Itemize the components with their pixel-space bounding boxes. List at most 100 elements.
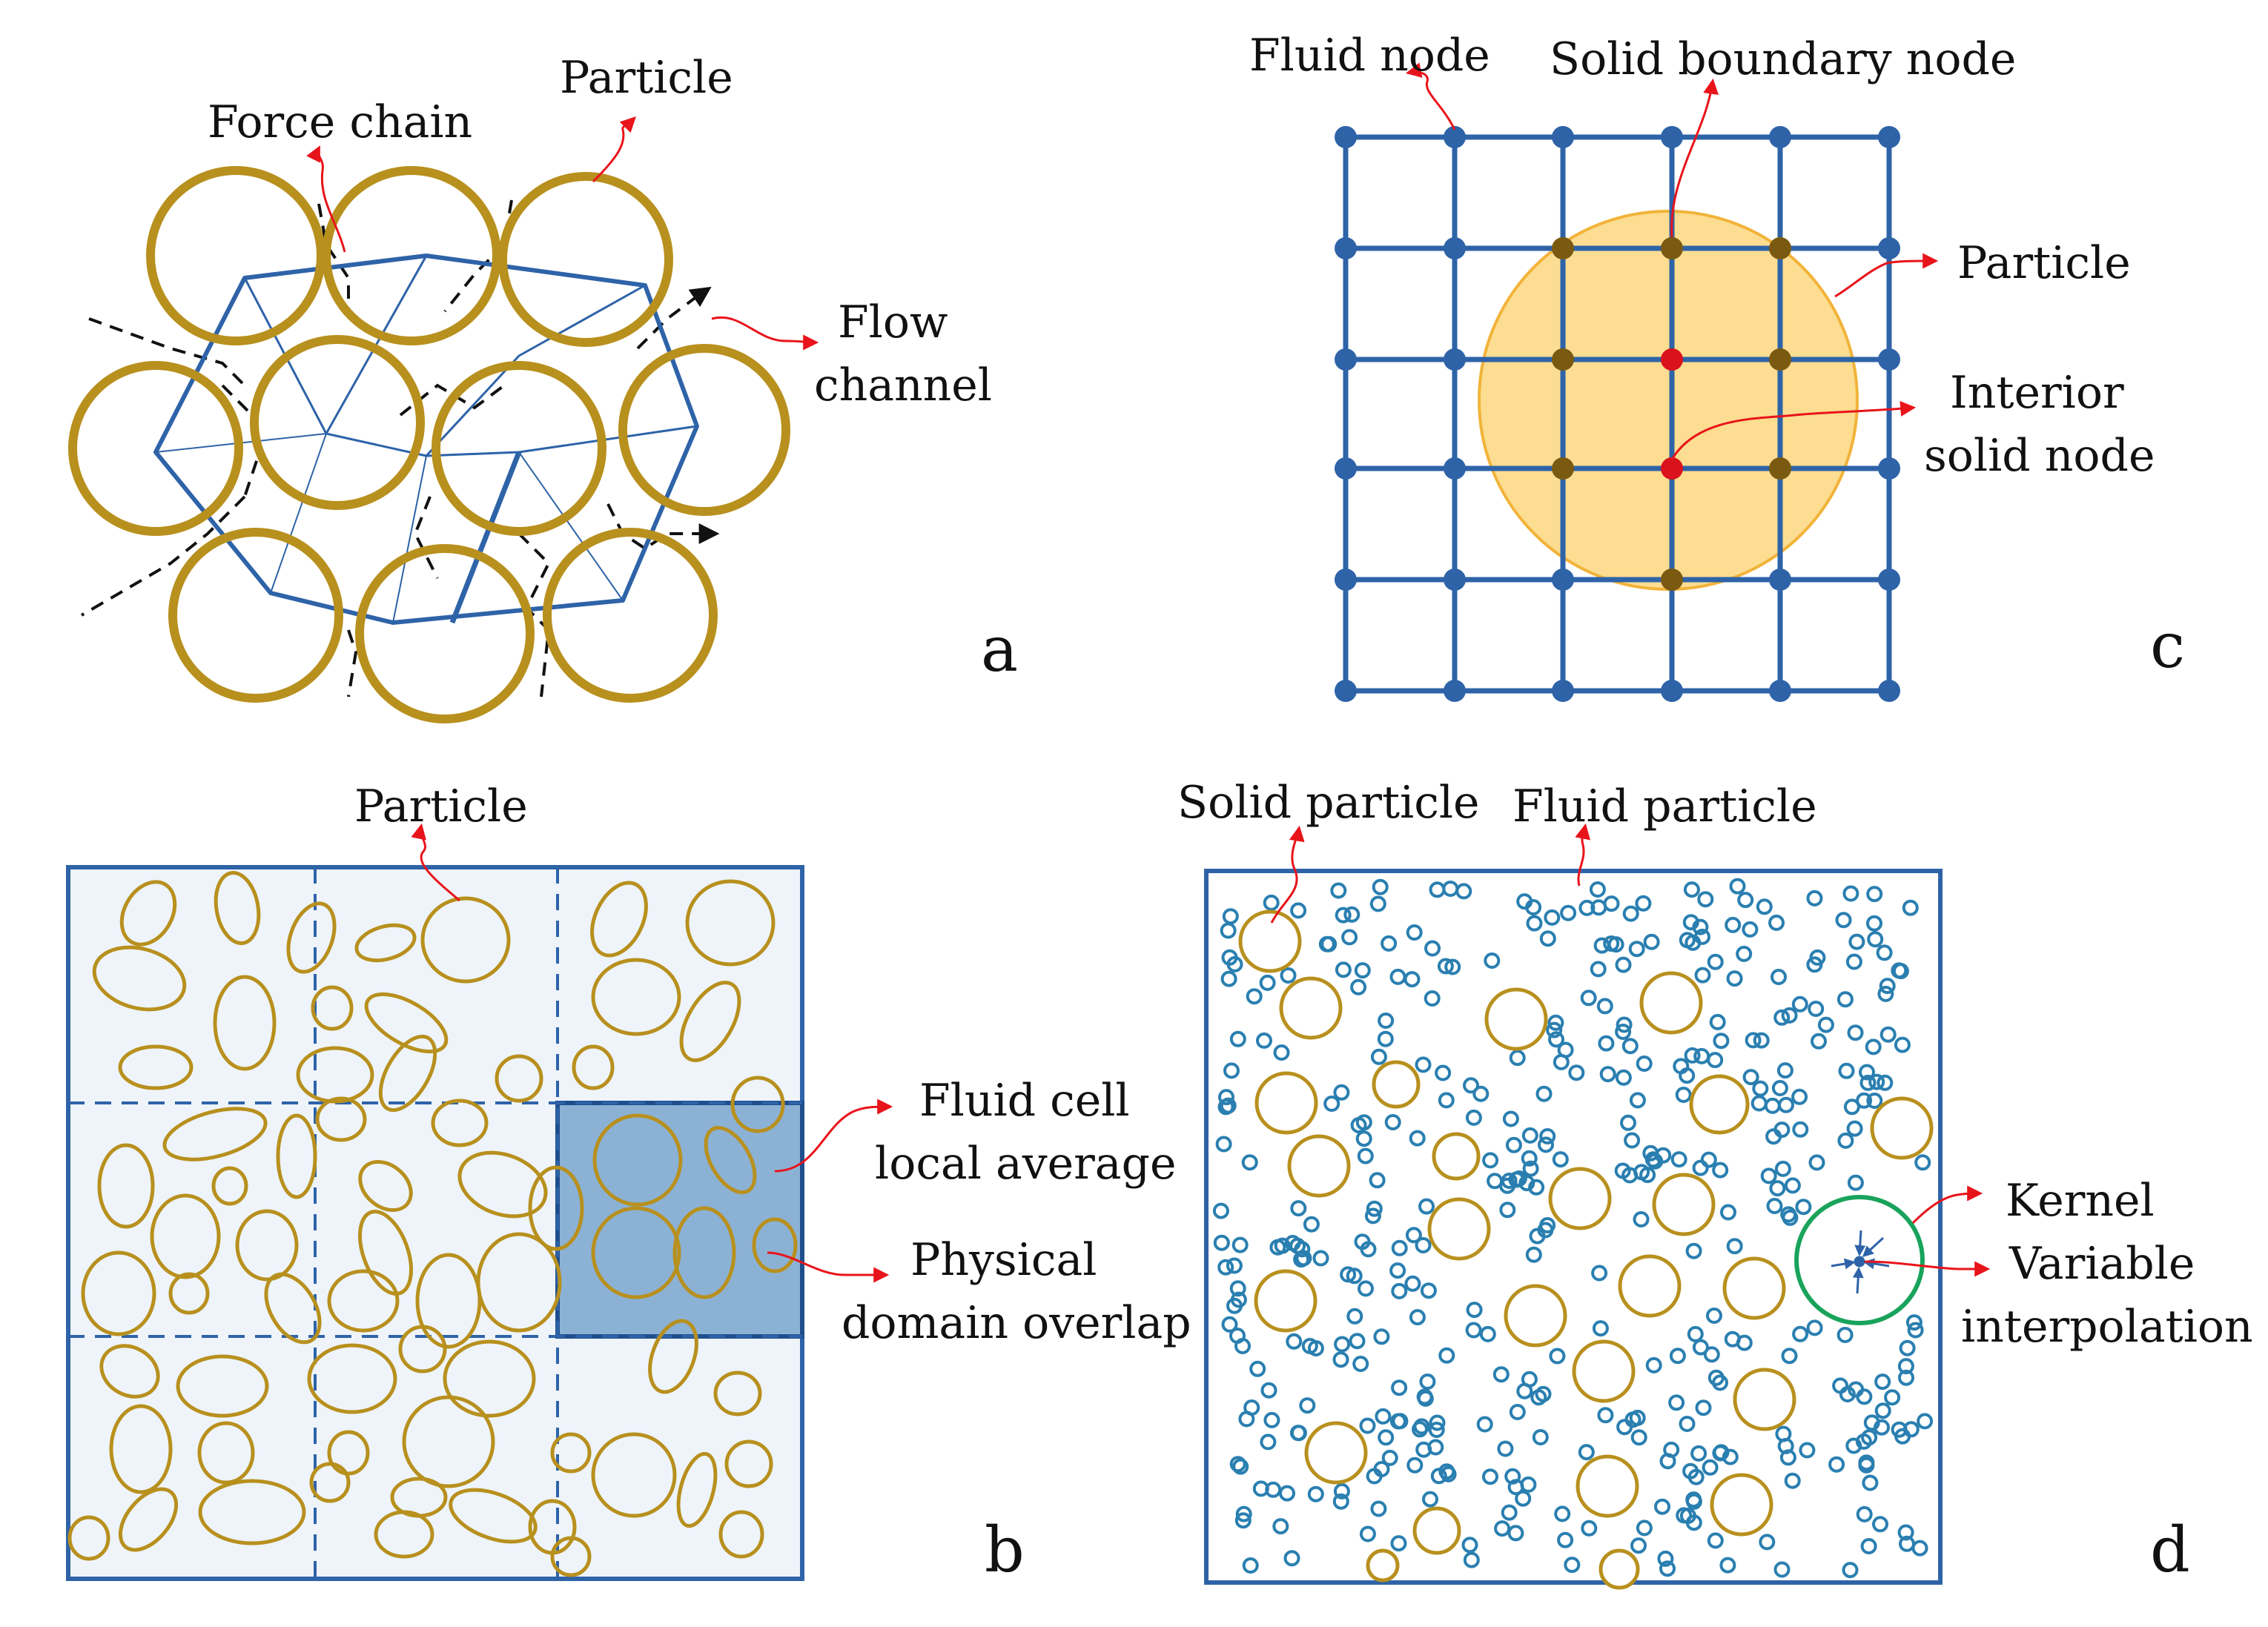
particle-ellipse — [119, 880, 177, 947]
fluid-particle — [1370, 1500, 1387, 1517]
panel-c-letter: c — [2150, 609, 2185, 682]
fluid-particle — [1554, 1505, 1571, 1522]
fluid-node — [1878, 680, 1900, 702]
particle-ellipse — [704, 1125, 757, 1195]
fluid-particle — [1694, 928, 1710, 945]
fluid-particle — [1560, 904, 1577, 921]
fluid-particle — [1724, 1331, 1741, 1348]
fluid-particle — [1726, 970, 1743, 987]
fluid-particle — [1773, 1009, 1791, 1026]
particle-disc-c — [1478, 210, 1859, 591]
fluid-particle — [1359, 1525, 1376, 1542]
fluid-particle — [1350, 978, 1367, 995]
fluid-particle — [1644, 1151, 1662, 1168]
fluid-particle — [1334, 1336, 1351, 1353]
fluid-particle — [1776, 1062, 1793, 1079]
fluid-particle — [1630, 1537, 1647, 1554]
fluid-particle — [1263, 894, 1280, 911]
particle-ellipse — [685, 879, 776, 967]
solid-particle — [1254, 1071, 1318, 1135]
particle-ellipse — [676, 1451, 718, 1528]
fluid-particle — [1592, 1320, 1609, 1337]
particle-ellipse — [311, 985, 354, 1031]
fluid-particle — [1842, 1562, 1859, 1579]
fluid-node — [1335, 348, 1357, 371]
fluid-particle — [1736, 945, 1753, 962]
particle-ellipse — [572, 1044, 615, 1090]
solid-particle — [1870, 1096, 1934, 1160]
fluid-particle — [1633, 1211, 1650, 1227]
solid-particle — [1618, 1254, 1682, 1318]
particle-ellipse — [457, 1150, 548, 1219]
solid-particle — [1733, 1368, 1796, 1431]
fluid-particle — [1364, 1207, 1381, 1225]
variable-label-2: interpolation — [1961, 1301, 2253, 1353]
interior-label-1: Interior — [1950, 367, 2124, 419]
fluid-particle — [1243, 1399, 1260, 1416]
fluid-particle — [1537, 1222, 1554, 1239]
fluid-particle — [1212, 1202, 1229, 1219]
fluid-particle — [1265, 1481, 1282, 1498]
fluid-particle — [1808, 1001, 1825, 1017]
particle-ellipse — [176, 1354, 269, 1418]
fluid-particle — [1355, 1130, 1372, 1147]
fluid-node — [1552, 680, 1574, 702]
fluid-particles — [1212, 878, 1934, 1579]
fluid-particle — [1522, 1160, 1539, 1177]
fluid-particle — [1620, 1114, 1636, 1131]
fluid-particle — [1799, 1442, 1816, 1459]
interior-solid-node — [1661, 457, 1683, 480]
fluid-particle — [1874, 1402, 1891, 1419]
fluid-particle — [1242, 1557, 1259, 1574]
particle-ellipse — [420, 896, 511, 984]
fluid-particle — [1907, 1322, 1924, 1339]
fluid-particle — [1784, 1177, 1801, 1194]
fluid-particle — [1745, 1032, 1762, 1049]
solid-particle — [1572, 1339, 1636, 1403]
fluid-particle — [1290, 902, 1307, 919]
fluid-particle — [1539, 930, 1556, 947]
fluid-particle — [1539, 1128, 1556, 1144]
fluid-particle — [1808, 1154, 1825, 1171]
particle-ellipse — [92, 945, 187, 1012]
fluid-particle — [1603, 895, 1620, 912]
fluid-particle — [1501, 1504, 1518, 1521]
fluid-particle — [1859, 1064, 1875, 1081]
particle-ellipse — [197, 1421, 255, 1485]
fluid-particle — [1384, 1114, 1401, 1130]
fluid-particle — [1502, 1110, 1519, 1127]
fluid-particle — [1702, 1459, 1719, 1476]
particle-ellipse — [591, 1206, 681, 1299]
fluid-node — [1335, 569, 1357, 591]
fluid-particle — [1837, 1132, 1854, 1149]
particle-ellipse — [97, 1143, 155, 1229]
fluid-particle — [1697, 891, 1714, 908]
fluid-particle — [1720, 1204, 1736, 1221]
particle-ellipse — [315, 1096, 367, 1142]
fluid-particle — [1418, 1198, 1435, 1215]
fluid-particle — [1530, 1389, 1547, 1406]
fluid-particle — [1442, 881, 1459, 897]
cell-divider-lines — [68, 867, 802, 1579]
fluid-particle — [1366, 1200, 1383, 1217]
fluid-particle — [1340, 1266, 1357, 1283]
fluid-particle — [1806, 889, 1823, 907]
fluid-particle — [1899, 1535, 1915, 1552]
fluid-particle — [1289, 1425, 1306, 1442]
fluid-particle — [1792, 1121, 1809, 1138]
fluid-particle — [1596, 998, 1613, 1015]
particle-ellipse — [276, 1113, 317, 1199]
particle-ellipse — [443, 1339, 536, 1418]
particle-ellipse — [354, 923, 417, 963]
particle-ellipse — [327, 1269, 400, 1333]
fluid-cell-label-2: local average — [875, 1138, 1177, 1190]
fluid-particle — [1346, 1308, 1363, 1325]
fluid-particle — [1466, 1302, 1483, 1319]
fluid-particle — [1782, 1209, 1799, 1226]
particle-ellipse — [99, 1344, 160, 1399]
fluid-particle — [1312, 1250, 1329, 1267]
flow-channel-label-1: Flow — [838, 296, 948, 348]
fluid-particle — [1301, 1338, 1318, 1354]
fluid-particle — [1866, 1093, 1883, 1109]
fluid-particle — [1811, 1033, 1827, 1050]
